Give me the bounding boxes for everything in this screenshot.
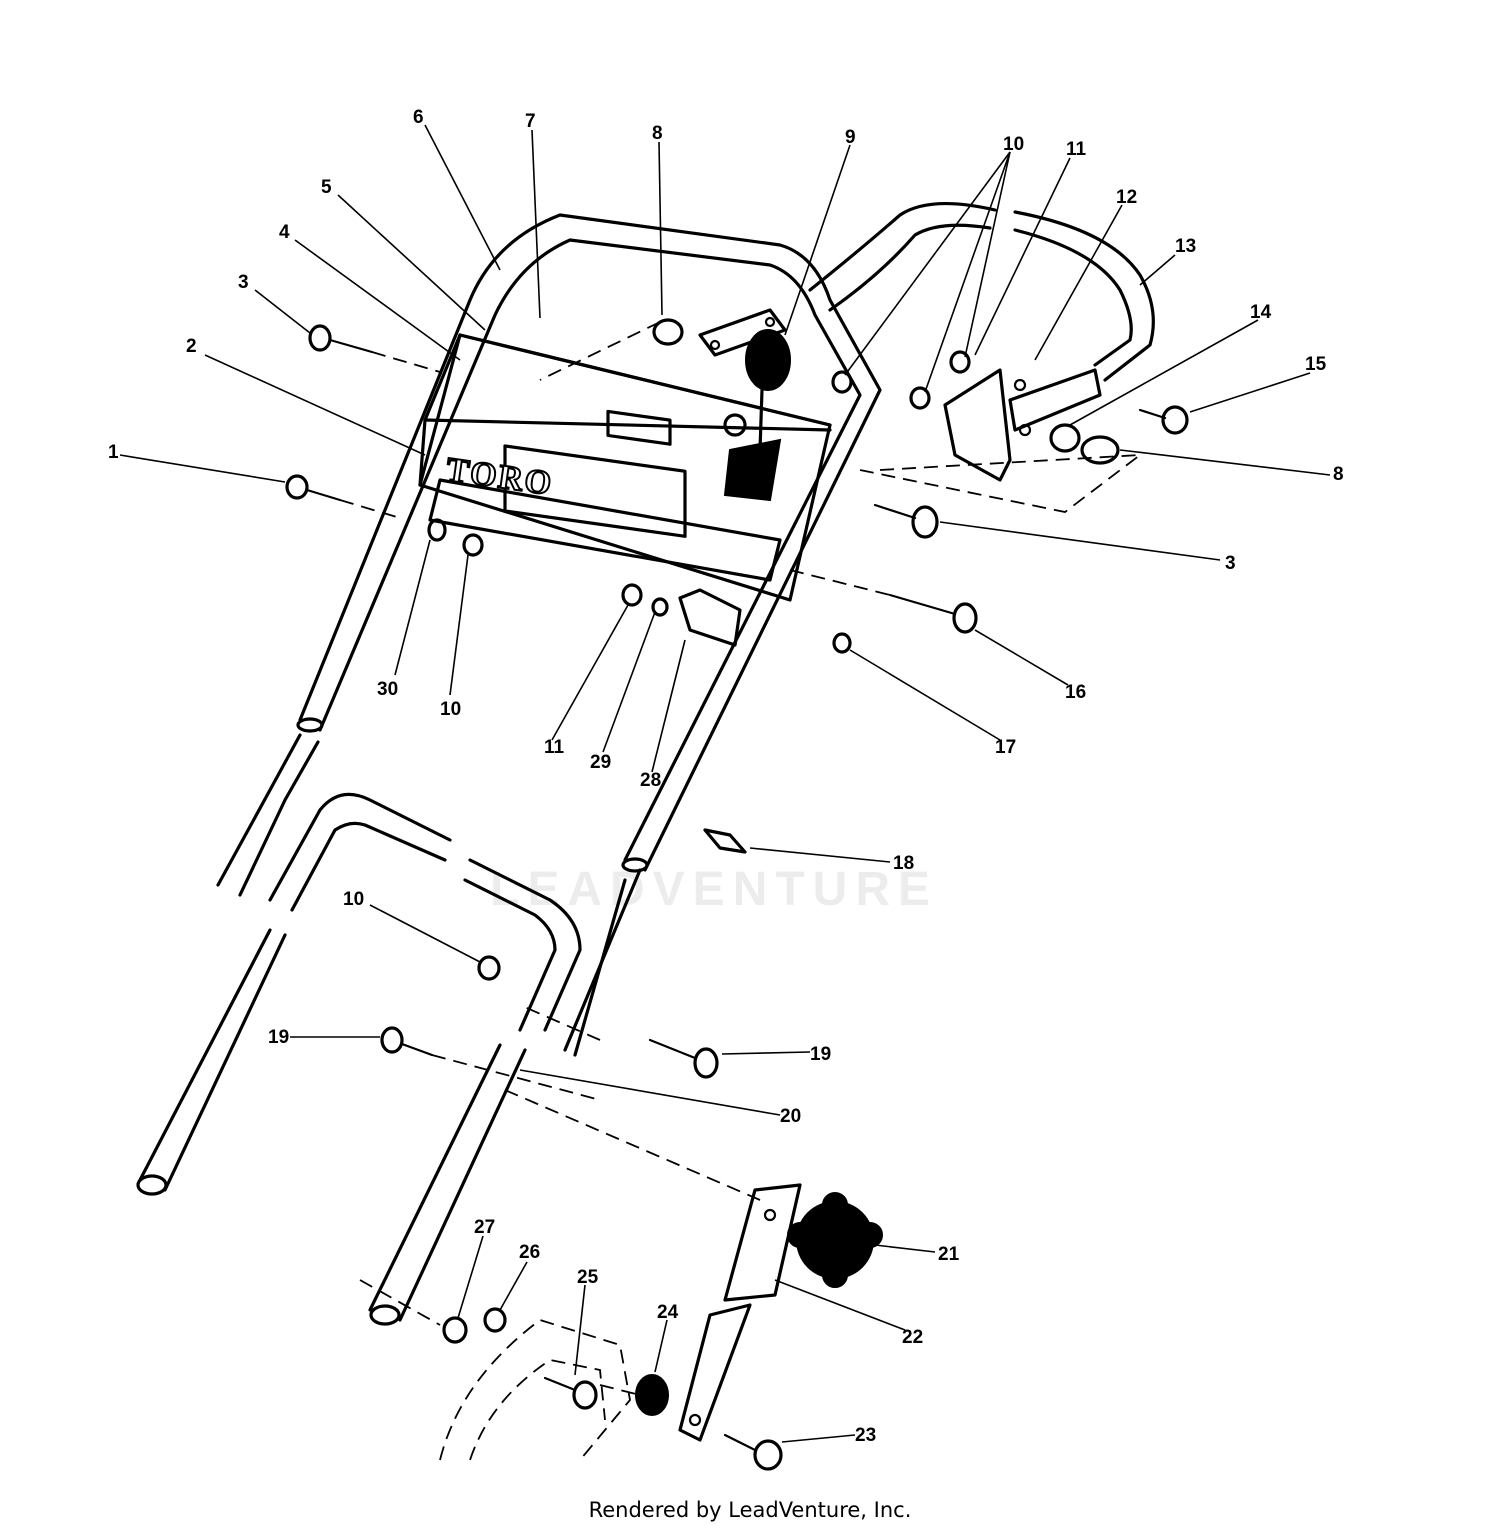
- upper-handle-right: [808, 201, 1155, 382]
- handle-knob: [787, 1192, 883, 1288]
- callout-25: 25: [577, 1267, 599, 1288]
- handle-crossbar: [268, 792, 582, 1032]
- callout-leaders: [119, 124, 1331, 1443]
- callout-22: 22: [902, 1327, 923, 1348]
- callout-7: 7: [525, 111, 536, 132]
- callout-13: 13: [1175, 236, 1196, 257]
- control-panel: TORO: [418, 329, 832, 602]
- callout-8-top: 8: [652, 123, 663, 144]
- callout-11-mid: 11: [544, 737, 565, 758]
- callout-10-top: 10: [1003, 134, 1024, 155]
- callout-12: 12: [1116, 187, 1137, 208]
- callout-27: 27: [474, 1217, 495, 1238]
- callout-17: 17: [995, 737, 1016, 758]
- callout-30: 30: [377, 679, 398, 700]
- callout-21: 21: [938, 1244, 960, 1265]
- callout-18: 18: [893, 853, 914, 874]
- callout-23: 23: [855, 1425, 876, 1446]
- callout-29: 29: [590, 752, 611, 773]
- callout-14: 14: [1250, 302, 1272, 323]
- callout-11-top: 11: [1066, 139, 1087, 160]
- callout-16: 16: [1065, 682, 1086, 703]
- callout-20: 20: [780, 1106, 801, 1127]
- callout-10-mid: 10: [440, 699, 461, 720]
- callout-6: 6: [413, 107, 424, 128]
- callout-8-right: 8: [1333, 464, 1344, 485]
- lower-handle-right: [368, 868, 642, 1326]
- callout-19-left: 19: [268, 1027, 289, 1048]
- callout-5: 5: [321, 177, 332, 198]
- callout-4: 4: [279, 222, 290, 243]
- toro-logo: TORO: [444, 451, 556, 503]
- footer-credit: Rendered by LeadVenture, Inc.: [588, 1498, 912, 1522]
- callout-1: 1: [108, 442, 119, 463]
- callout-26: 26: [519, 1242, 540, 1263]
- right-bracket: [943, 368, 1120, 482]
- callout-15: 15: [1305, 354, 1327, 375]
- callout-19-right: 19: [810, 1044, 831, 1065]
- washer: [635, 1374, 669, 1416]
- callout-28: 28: [640, 770, 661, 791]
- deck-outline: [439, 1319, 631, 1461]
- watermark: LEADVENTURE: [490, 863, 938, 916]
- handle-bracket: [678, 1183, 802, 1442]
- upper-handle: [296, 213, 882, 873]
- throttle-bracket: [652, 308, 787, 357]
- callout-10-lower: 10: [343, 889, 364, 910]
- callout-3-right: 3: [1225, 553, 1236, 574]
- callout-labels: 1 2 3 3 4 5 6 7 8 8 9 10 10 10 11 11 12 …: [108, 107, 1344, 1446]
- callout-2: 2: [186, 336, 197, 357]
- lower-handle-left: [136, 733, 320, 1196]
- alignment-lines: [339, 321, 1143, 1396]
- callout-9: 9: [845, 127, 856, 148]
- hardware: [285, 324, 1189, 1471]
- callout-24: 24: [657, 1302, 679, 1323]
- callout-3-top: 3: [238, 272, 249, 293]
